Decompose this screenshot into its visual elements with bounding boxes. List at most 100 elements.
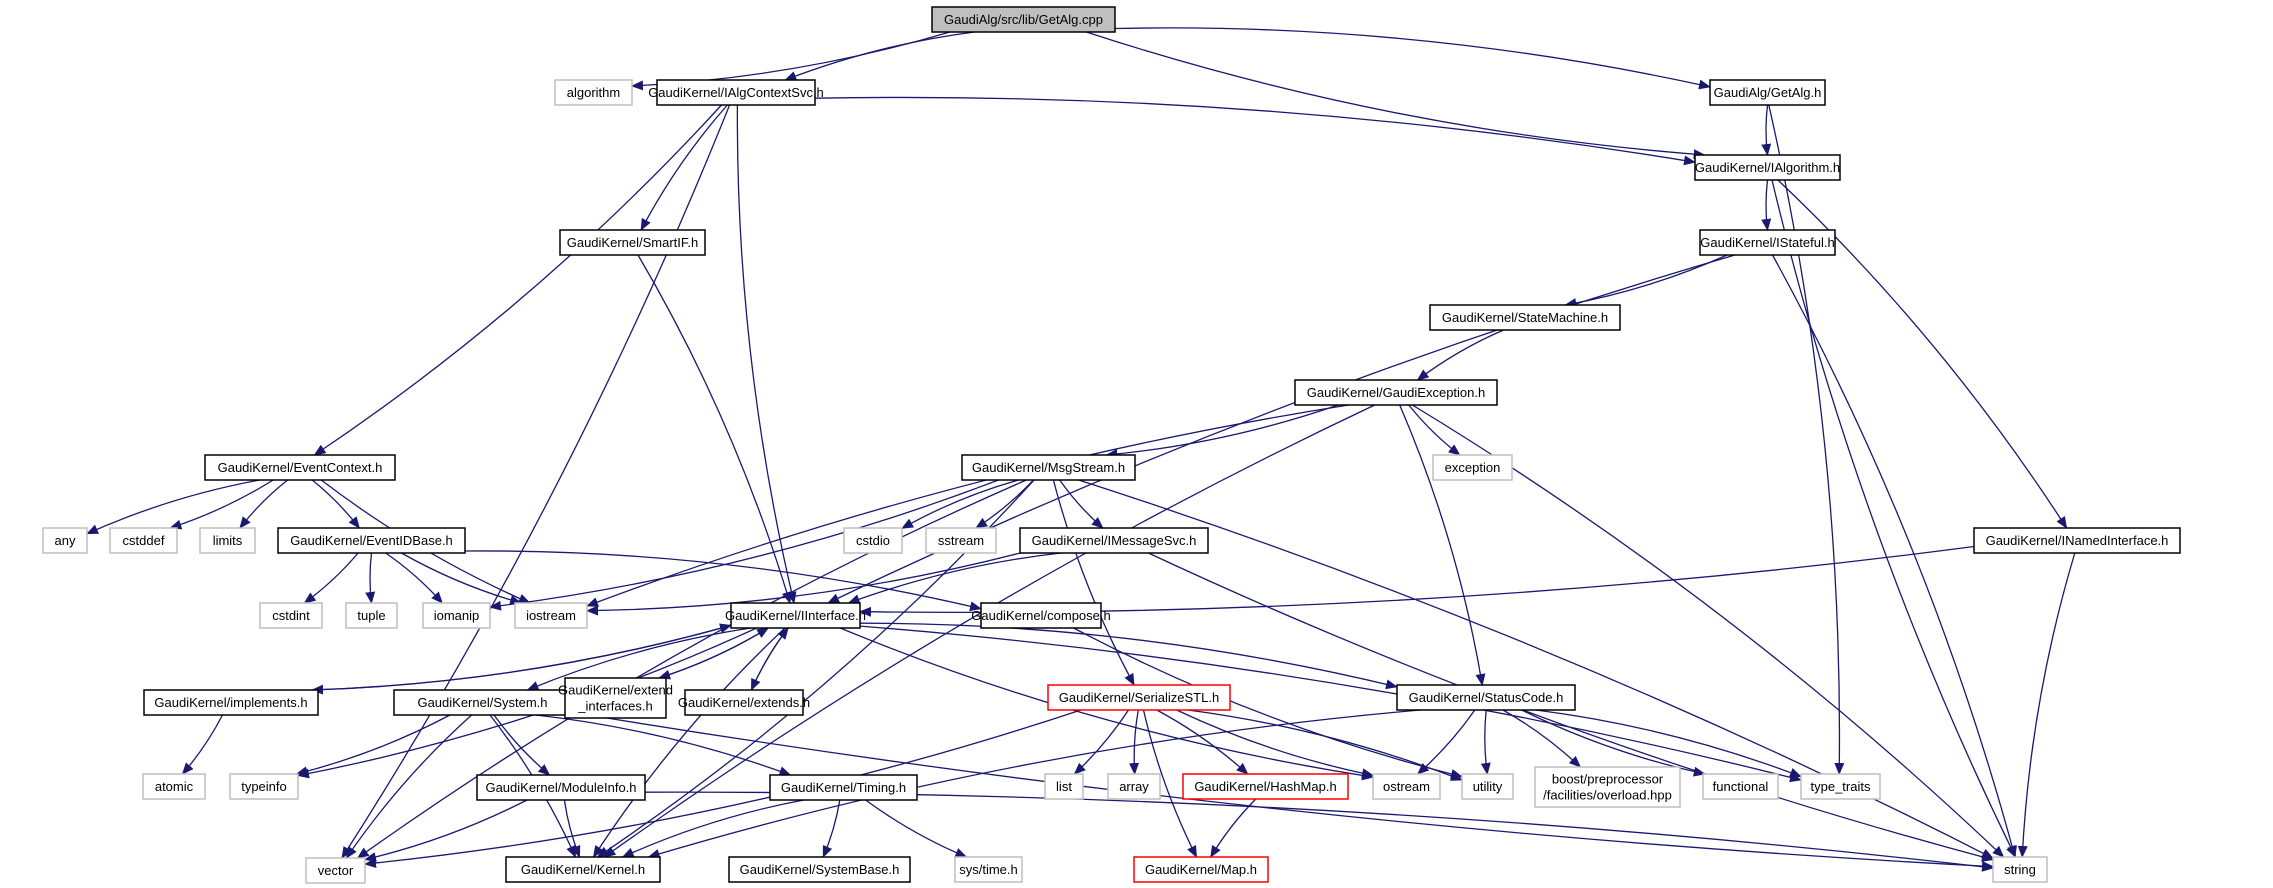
- node-gaudiexception[interactable]: GaudiKernel/GaudiException.h: [1294, 379, 1498, 406]
- edge-iinterface-to-ostream: [839, 627, 1374, 781]
- node-ostream: ostream: [1372, 773, 1441, 800]
- node-iinterface[interactable]: GaudiKernel/IInterface.h: [725, 602, 866, 629]
- node-box: [1432, 454, 1513, 481]
- node-moduleinfo[interactable]: GaudiKernel/ModuleInfo.h: [476, 774, 646, 801]
- edge-ialgcontextsvc-to-smartif: [640, 104, 728, 231]
- node-box: [229, 773, 299, 800]
- node-label: GaudiKernel/EventIDBase.h: [290, 533, 453, 548]
- edge-ialgorithm-to-string: [1771, 179, 2017, 858]
- node-label: GaudiKernel/GaudiException.h: [1307, 385, 1486, 400]
- node-implements[interactable]: GaudiKernel/implements.h: [143, 689, 319, 716]
- edge-getalg_h-to-ialgorithm: [1761, 104, 1772, 156]
- node-box: [1396, 684, 1576, 711]
- node-serializestl[interactable]: GaudiKernel/SerializeSTL.h: [1047, 684, 1231, 711]
- edge-serializestl-to-vector: [364, 709, 1082, 868]
- node-statuscode[interactable]: GaudiKernel/StatusCode.h: [1396, 684, 1576, 711]
- node-label: _interfaces.h: [577, 699, 652, 714]
- node-label: vector: [318, 863, 354, 878]
- edge-serializestl-to-ostream: [1176, 709, 1374, 779]
- node-system[interactable]: GaudiKernel/System.h: [393, 689, 572, 716]
- node-getalg-cpp[interactable]: GaudiAlg/src/lib/GetAlg.cpp: [931, 6, 1116, 33]
- edge-eventidbase-to-iostream: [401, 552, 523, 605]
- node-label: atomic: [155, 779, 194, 794]
- node-limits: limits: [199, 527, 256, 554]
- node-map[interactable]: GaudiKernel/Map.h: [1133, 856, 1269, 883]
- edge-compose-to-utility: [1073, 627, 1463, 779]
- edge-msgstream-to-vector: [356, 479, 1027, 859]
- edge-getalg_cpp-to-ialgorithm: [1086, 31, 1706, 160]
- node-box: [931, 6, 1116, 33]
- node-box: [564, 677, 667, 719]
- node-cstdint: cstdint: [259, 602, 323, 629]
- node-getalg-h[interactable]: GaudiAlg/GetAlg.h: [1709, 79, 1826, 106]
- node-functional: functional: [1702, 773, 1779, 800]
- node-label: GaudiKernel/HashMap.h: [1194, 779, 1336, 794]
- node-string: string: [1992, 856, 2048, 883]
- node-type-traits: type_traits: [1800, 773, 1881, 800]
- node-label: GaudiKernel/extend: [558, 683, 673, 698]
- node-imessagesvc[interactable]: GaudiKernel/IMessageSvc.h: [1019, 527, 1209, 554]
- node-label: GaudiKernel/IAlgorithm.h: [1695, 160, 1840, 175]
- node-label: typeinfo: [241, 779, 287, 794]
- node-extends[interactable]: GaudiKernel/extends.h: [678, 689, 810, 716]
- node-extend-interfaces[interactable]: GaudiKernel/extend_interfaces.h: [558, 677, 673, 719]
- node-sys-time: sys/time.h: [954, 856, 1023, 883]
- edge-statuscode-to-utility: [1480, 709, 1491, 775]
- edge-istateful-to-statemachine: [1564, 254, 1728, 308]
- node-eventcontext[interactable]: GaudiKernel/EventContext.h: [204, 454, 396, 481]
- node-systembase[interactable]: GaudiKernel/SystemBase.h: [728, 856, 911, 883]
- node-box: [1992, 856, 2048, 883]
- edge-serializestl-to-list: [1073, 709, 1130, 775]
- node-box: [393, 689, 572, 716]
- node-label: cstdint: [272, 608, 310, 623]
- node-label: ostream: [1383, 779, 1430, 794]
- edge-iinterface-to-type_traits: [859, 625, 1802, 783]
- node-inamedinterface[interactable]: GaudiKernel/INamedInterface.h: [1973, 527, 2181, 554]
- node-label: array: [1119, 779, 1149, 794]
- node-box: [980, 602, 1102, 629]
- node-list: list: [1044, 773, 1084, 800]
- node-istateful[interactable]: GaudiKernel/IStateful.h: [1699, 229, 1836, 256]
- edge-hashmap-to-map: [1210, 798, 1257, 858]
- node-label: GaudiKernel/MsgStream.h: [972, 460, 1125, 475]
- edge-system-to-string: [570, 711, 1994, 872]
- node-box: [1294, 379, 1498, 406]
- node-label: cstdio: [856, 533, 890, 548]
- edge-eventidbase-to-cstdint: [303, 552, 359, 604]
- node-smartif[interactable]: GaudiKernel/SmartIF.h: [559, 229, 706, 256]
- node-box: [345, 602, 398, 629]
- node-label: GaudiKernel/Kernel.h: [521, 862, 645, 877]
- node-label: GaudiKernel/StateMachine.h: [1442, 310, 1608, 325]
- node-box: [1709, 79, 1826, 106]
- edge-iinterface-to-extends: [750, 627, 789, 691]
- node-kernel[interactable]: GaudiKernel/Kernel.h: [505, 856, 661, 883]
- node-eventidbase[interactable]: GaudiKernel/EventIDBase.h: [277, 527, 466, 554]
- edge-msgstream-to-cstdio: [901, 479, 1019, 529]
- node-compose[interactable]: GaudiKernel/compose.h: [971, 602, 1111, 629]
- edge-statuscode-to-type_traits: [1535, 709, 1802, 778]
- node-msgstream[interactable]: GaudiKernel/MsgStream.h: [961, 454, 1136, 481]
- node-exception: exception: [1432, 454, 1513, 481]
- edge-getalg_cpp-to-getalg_h: [1114, 27, 1711, 90]
- node-box: [1133, 856, 1269, 883]
- node-timing[interactable]: GaudiKernel/Timing.h: [769, 774, 918, 801]
- edge-statuscode-to-ostream: [1416, 709, 1476, 775]
- node-hashmap[interactable]: GaudiKernel/HashMap.h: [1182, 773, 1349, 800]
- node-ialgcontextsvc[interactable]: GaudiKernel/IAlgContextSvc.h: [648, 79, 824, 106]
- node-label: exception: [1445, 460, 1501, 475]
- node-label: GaudiKernel/SmartIF.h: [567, 235, 699, 250]
- node-statemachine[interactable]: GaudiKernel/StateMachine.h: [1429, 304, 1621, 331]
- node-box: [843, 527, 903, 554]
- node-box: [1019, 527, 1209, 554]
- edge-ialgcontextsvc-to-eventcontext: [313, 104, 722, 456]
- node-ialgorithm[interactable]: GaudiKernel/IAlgorithm.h: [1694, 154, 1841, 181]
- edge-statuscode-to-kernel: [647, 709, 1421, 859]
- edge-eventcontext-to-eventidbase: [311, 479, 360, 529]
- edge-system-to-vector: [345, 714, 473, 859]
- node-label: tuple: [357, 608, 385, 623]
- node-label: GaudiAlg/GetAlg.h: [1714, 85, 1822, 100]
- edge-ialgorithm-to-inamedinterface: [1777, 179, 2068, 529]
- node-label: GaudiKernel/ModuleInfo.h: [485, 780, 636, 795]
- node-label: /facilities/overload.hpp: [1543, 788, 1672, 803]
- edge-msgstream-to-sstream: [975, 479, 1034, 529]
